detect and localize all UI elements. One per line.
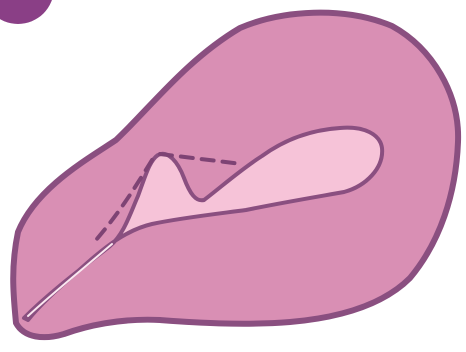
corner-badge <box>0 0 54 24</box>
